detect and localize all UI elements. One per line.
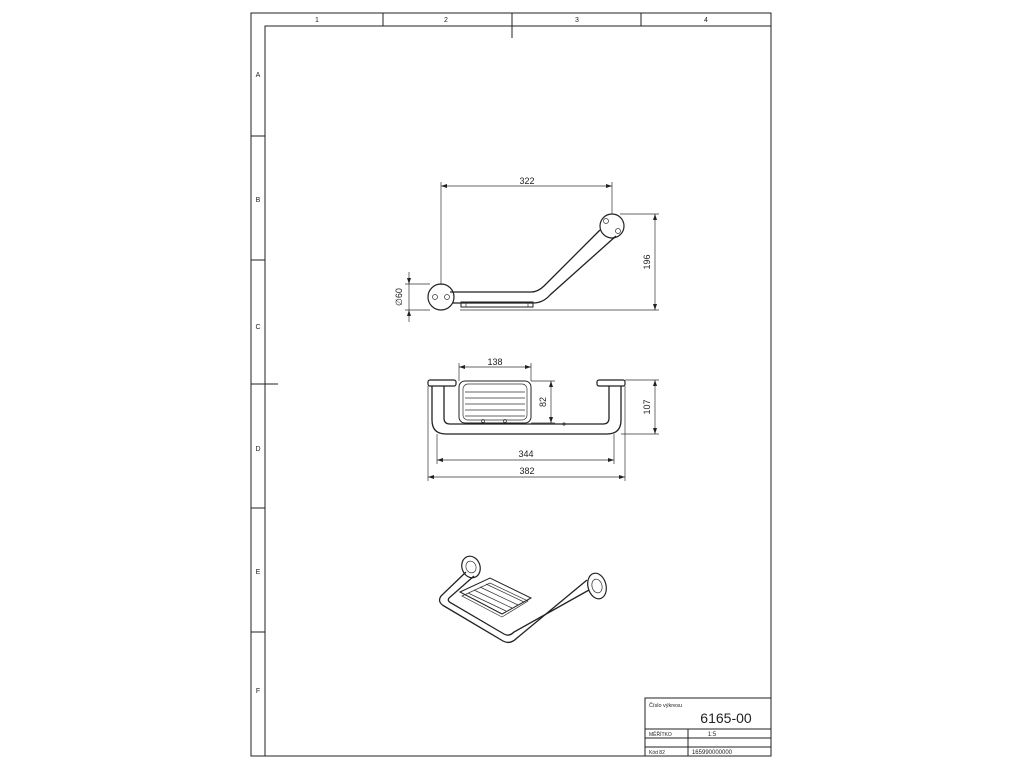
u-tube-outer — [431, 386, 622, 435]
col-label-2: 2 — [444, 17, 448, 24]
row-ticks — [251, 135, 278, 633]
row-label-c: C — [255, 324, 260, 331]
dim-depth: 107 — [642, 399, 652, 414]
right-flange — [599, 213, 625, 239]
iso-flange-left — [461, 555, 481, 579]
col-label-4: 4 — [704, 17, 708, 24]
right-flange-side — [596, 379, 626, 387]
row-label-f: F — [256, 688, 260, 695]
dim-outer-width: 382 — [519, 466, 534, 476]
inner-frame — [264, 25, 772, 757]
front-view: 138 82 107 344 382 — [427, 357, 659, 481]
outer-border — [250, 12, 772, 757]
column-ticks — [382, 13, 642, 38]
col-label-1: 1 — [315, 17, 319, 24]
iso-tube — [438, 571, 588, 644]
code-value: 165990000000 — [692, 750, 733, 756]
scale-value: 1:5 — [708, 732, 717, 738]
grab-bar-tube — [450, 229, 601, 293]
row-label-e: E — [256, 569, 261, 576]
soap-basket-plan — [460, 301, 534, 308]
left-flange-side — [427, 379, 457, 387]
isometric-view — [438, 555, 607, 644]
row-label-b: B — [256, 197, 261, 204]
row-label-d: D — [255, 446, 260, 453]
col-label-3: 3 — [575, 17, 579, 24]
soap-basket-front — [458, 380, 532, 424]
dim-top-width: 322 — [519, 176, 534, 186]
u-tube-inner — [443, 386, 610, 425]
dim-diameter: ∅60 — [394, 288, 404, 306]
drawing-number: 6165-00 — [700, 710, 752, 726]
dim-basket-height: 82 — [538, 397, 548, 407]
dim-top-height: 196 — [642, 254, 652, 269]
top-view: 322 196 ∅60 — [394, 176, 659, 322]
scale-label: MĚŘÍTKO — [649, 730, 672, 738]
iso-flange-right — [587, 572, 607, 600]
drawing-number-label: Číslo výkresu — [649, 702, 682, 709]
title-block: Číslo výkresu 6165-00 MĚŘÍTKO 1:5 Kód 82… — [644, 697, 772, 757]
dim-inner-width: 344 — [518, 449, 533, 459]
code-label: Kód 82 — [649, 750, 665, 756]
row-label-a: A — [256, 72, 261, 79]
left-flange — [427, 283, 455, 311]
iso-soap-basket — [458, 577, 533, 615]
dim-basket-width: 138 — [487, 357, 502, 367]
